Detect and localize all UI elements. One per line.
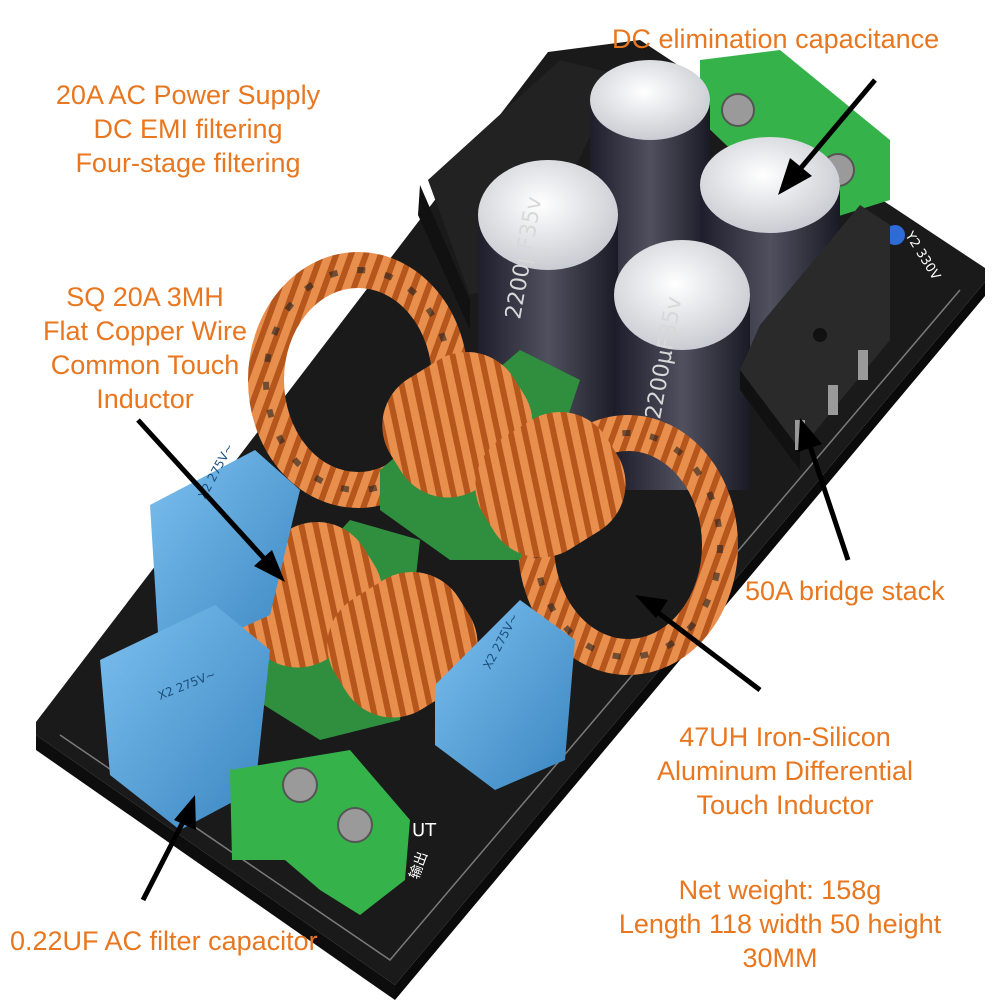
- arrow-icon: [798, 418, 851, 561]
- dc-capacitance-text: DC elimination capacitance: [612, 24, 940, 54]
- ac-capacitor-text: 0.22UF AC filter capacitor: [10, 926, 318, 956]
- x-capacitors: X2 275V~ X2 275V~ X2 275V~: [100, 441, 575, 830]
- common-inductor-line-4: Inductor: [96, 384, 194, 414]
- power-supply-line-3: Four-stage filtering: [75, 148, 301, 178]
- diff-inductor-line-1: 47UH Iron-Silicon: [679, 722, 891, 752]
- specs-line-3: 30MM: [742, 943, 818, 973]
- arrow-icon: [136, 418, 285, 582]
- power-supply-line-2: DC EMI filtering: [93, 114, 283, 144]
- diff-inductor-label: 47UH Iron-Silicon Aluminum Differential …: [620, 720, 950, 822]
- specs-label: Net weight: 158g Length 118 width 50 hei…: [590, 873, 970, 975]
- common-inductor-line-1: SQ 20A 3MH: [66, 282, 224, 312]
- dc-capacitance-label: DC elimination capacitance: [612, 22, 939, 56]
- bridge-stack-text: 50A bridge stack: [745, 576, 945, 606]
- specs-line-2: Length 118 width 50 height: [618, 909, 942, 939]
- diff-inductor-line-2: Aluminum Differential: [656, 756, 914, 786]
- specs-line-1: Net weight: 158g: [678, 875, 882, 905]
- common-inductor-line-2: Flat Copper Wire: [42, 316, 248, 346]
- bridge-stack-label: 50A bridge stack: [745, 574, 945, 608]
- power-supply-line-1: 20A AC Power Supply: [55, 80, 321, 110]
- arrow-icon: [635, 595, 762, 692]
- arrow-icon: [778, 78, 877, 195]
- terminal-block-bottom: UT 输出: [230, 750, 437, 915]
- power-supply-label: 20A AC Power Supply DC EMI filtering Fou…: [28, 78, 348, 180]
- ac-capacitor-label: 0.22UF AC filter capacitor: [10, 924, 318, 958]
- out-label: UT: [412, 820, 437, 841]
- common-inductor-line-3: Common Touch: [50, 350, 240, 380]
- common-inductor-label: SQ 20A 3MH Flat Copper Wire Common Touch…: [10, 280, 280, 416]
- diff-inductor-line-3: Touch Inductor: [696, 790, 874, 820]
- common-mode-inductor-rear: [380, 350, 626, 560]
- arrow-icon: [140, 795, 196, 902]
